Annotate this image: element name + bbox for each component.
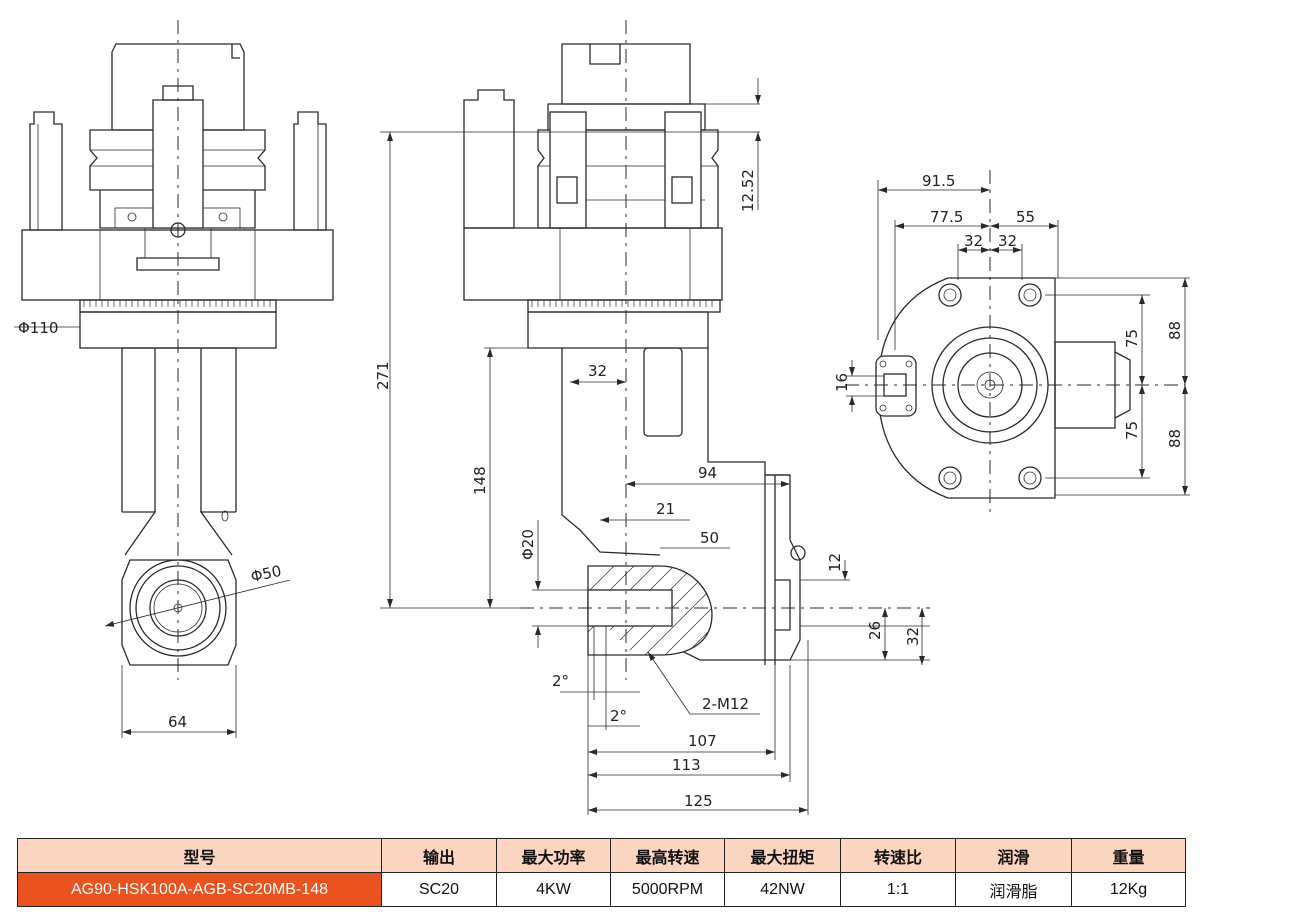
dim-32-right: 32 xyxy=(998,232,1017,250)
thread-callout: 2-M12 xyxy=(702,695,749,713)
dim-94: 94 xyxy=(698,464,717,482)
technical-drawing: Φ110 Φ50 64 xyxy=(14,20,1190,815)
dim-113: 113 xyxy=(672,756,701,774)
front-view: Φ110 Φ50 64 xyxy=(14,20,334,738)
dim-16: 16 xyxy=(833,373,851,392)
dim-output-diameter: Φ50 xyxy=(249,562,283,586)
dim-drop: 148 xyxy=(471,466,489,495)
dim-75-bottom: 75 xyxy=(1123,421,1141,440)
side-view: 271 12.52 148 32 94 21 50 Φ20 12 26 32 2… xyxy=(374,20,930,815)
dim-32b: 32 xyxy=(904,627,922,646)
table-header-row: 型号 输出 最大功率 最高转速 最大扭矩 转速比 润滑 重量 xyxy=(17,838,1186,873)
dim-91-5: 91.5 xyxy=(922,172,955,190)
header-output: 输出 xyxy=(381,838,497,873)
dim-107: 107 xyxy=(688,732,717,750)
cell-output: SC20 xyxy=(381,872,497,907)
angle-2: 2° xyxy=(610,707,627,725)
dim-88-bottom: 88 xyxy=(1166,429,1184,448)
header-model: 型号 xyxy=(17,838,382,873)
cell-ratio: 1:1 xyxy=(840,872,956,907)
top-view: 91.5 77.5 55 32 32 75 75 88 88 16 xyxy=(833,170,1190,515)
header-power: 最大功率 xyxy=(496,838,611,873)
cell-torque: 42NW xyxy=(724,872,841,907)
dim-top-offset: 12.52 xyxy=(739,169,757,212)
dim-77-5: 77.5 xyxy=(930,208,963,226)
dim-12: 12 xyxy=(826,553,844,572)
header-speed: 最高转速 xyxy=(610,838,725,873)
dim-88-top: 88 xyxy=(1166,321,1184,340)
header-torque: 最大扭矩 xyxy=(724,838,841,873)
header-lubrication: 润滑 xyxy=(955,838,1072,873)
cell-lubrication: 润滑脂 xyxy=(955,872,1072,907)
dim-width: 64 xyxy=(168,713,187,731)
cell-power: 4KW xyxy=(496,872,611,907)
dim-total-height: 271 xyxy=(374,361,392,390)
dim-75-top: 75 xyxy=(1123,329,1141,348)
cell-weight: 12Kg xyxy=(1071,872,1186,907)
cell-model: AG90-HSK100A-AGB-SC20MB-148 xyxy=(17,872,382,907)
cell-speed: 5000RPM xyxy=(610,872,725,907)
dim-body-diameter: Φ110 xyxy=(18,319,58,337)
angle-1: 2° xyxy=(552,672,569,690)
dim-bore: Φ20 xyxy=(519,529,537,560)
dim-125: 125 xyxy=(684,792,713,810)
dim-32-left: 32 xyxy=(964,232,983,250)
dim-32: 32 xyxy=(588,362,607,380)
spec-table: 型号 输出 最大功率 最高转速 最大扭矩 转速比 润滑 重量 AG90-HSK1… xyxy=(17,838,1186,907)
dim-21: 21 xyxy=(656,500,675,518)
table-row: AG90-HSK100A-AGB-SC20MB-148 SC20 4KW 500… xyxy=(17,872,1186,907)
header-weight: 重量 xyxy=(1071,838,1186,873)
dim-26: 26 xyxy=(866,621,884,640)
header-ratio: 转速比 xyxy=(840,838,956,873)
dim-55: 55 xyxy=(1016,208,1035,226)
dim-50: 50 xyxy=(700,529,719,547)
